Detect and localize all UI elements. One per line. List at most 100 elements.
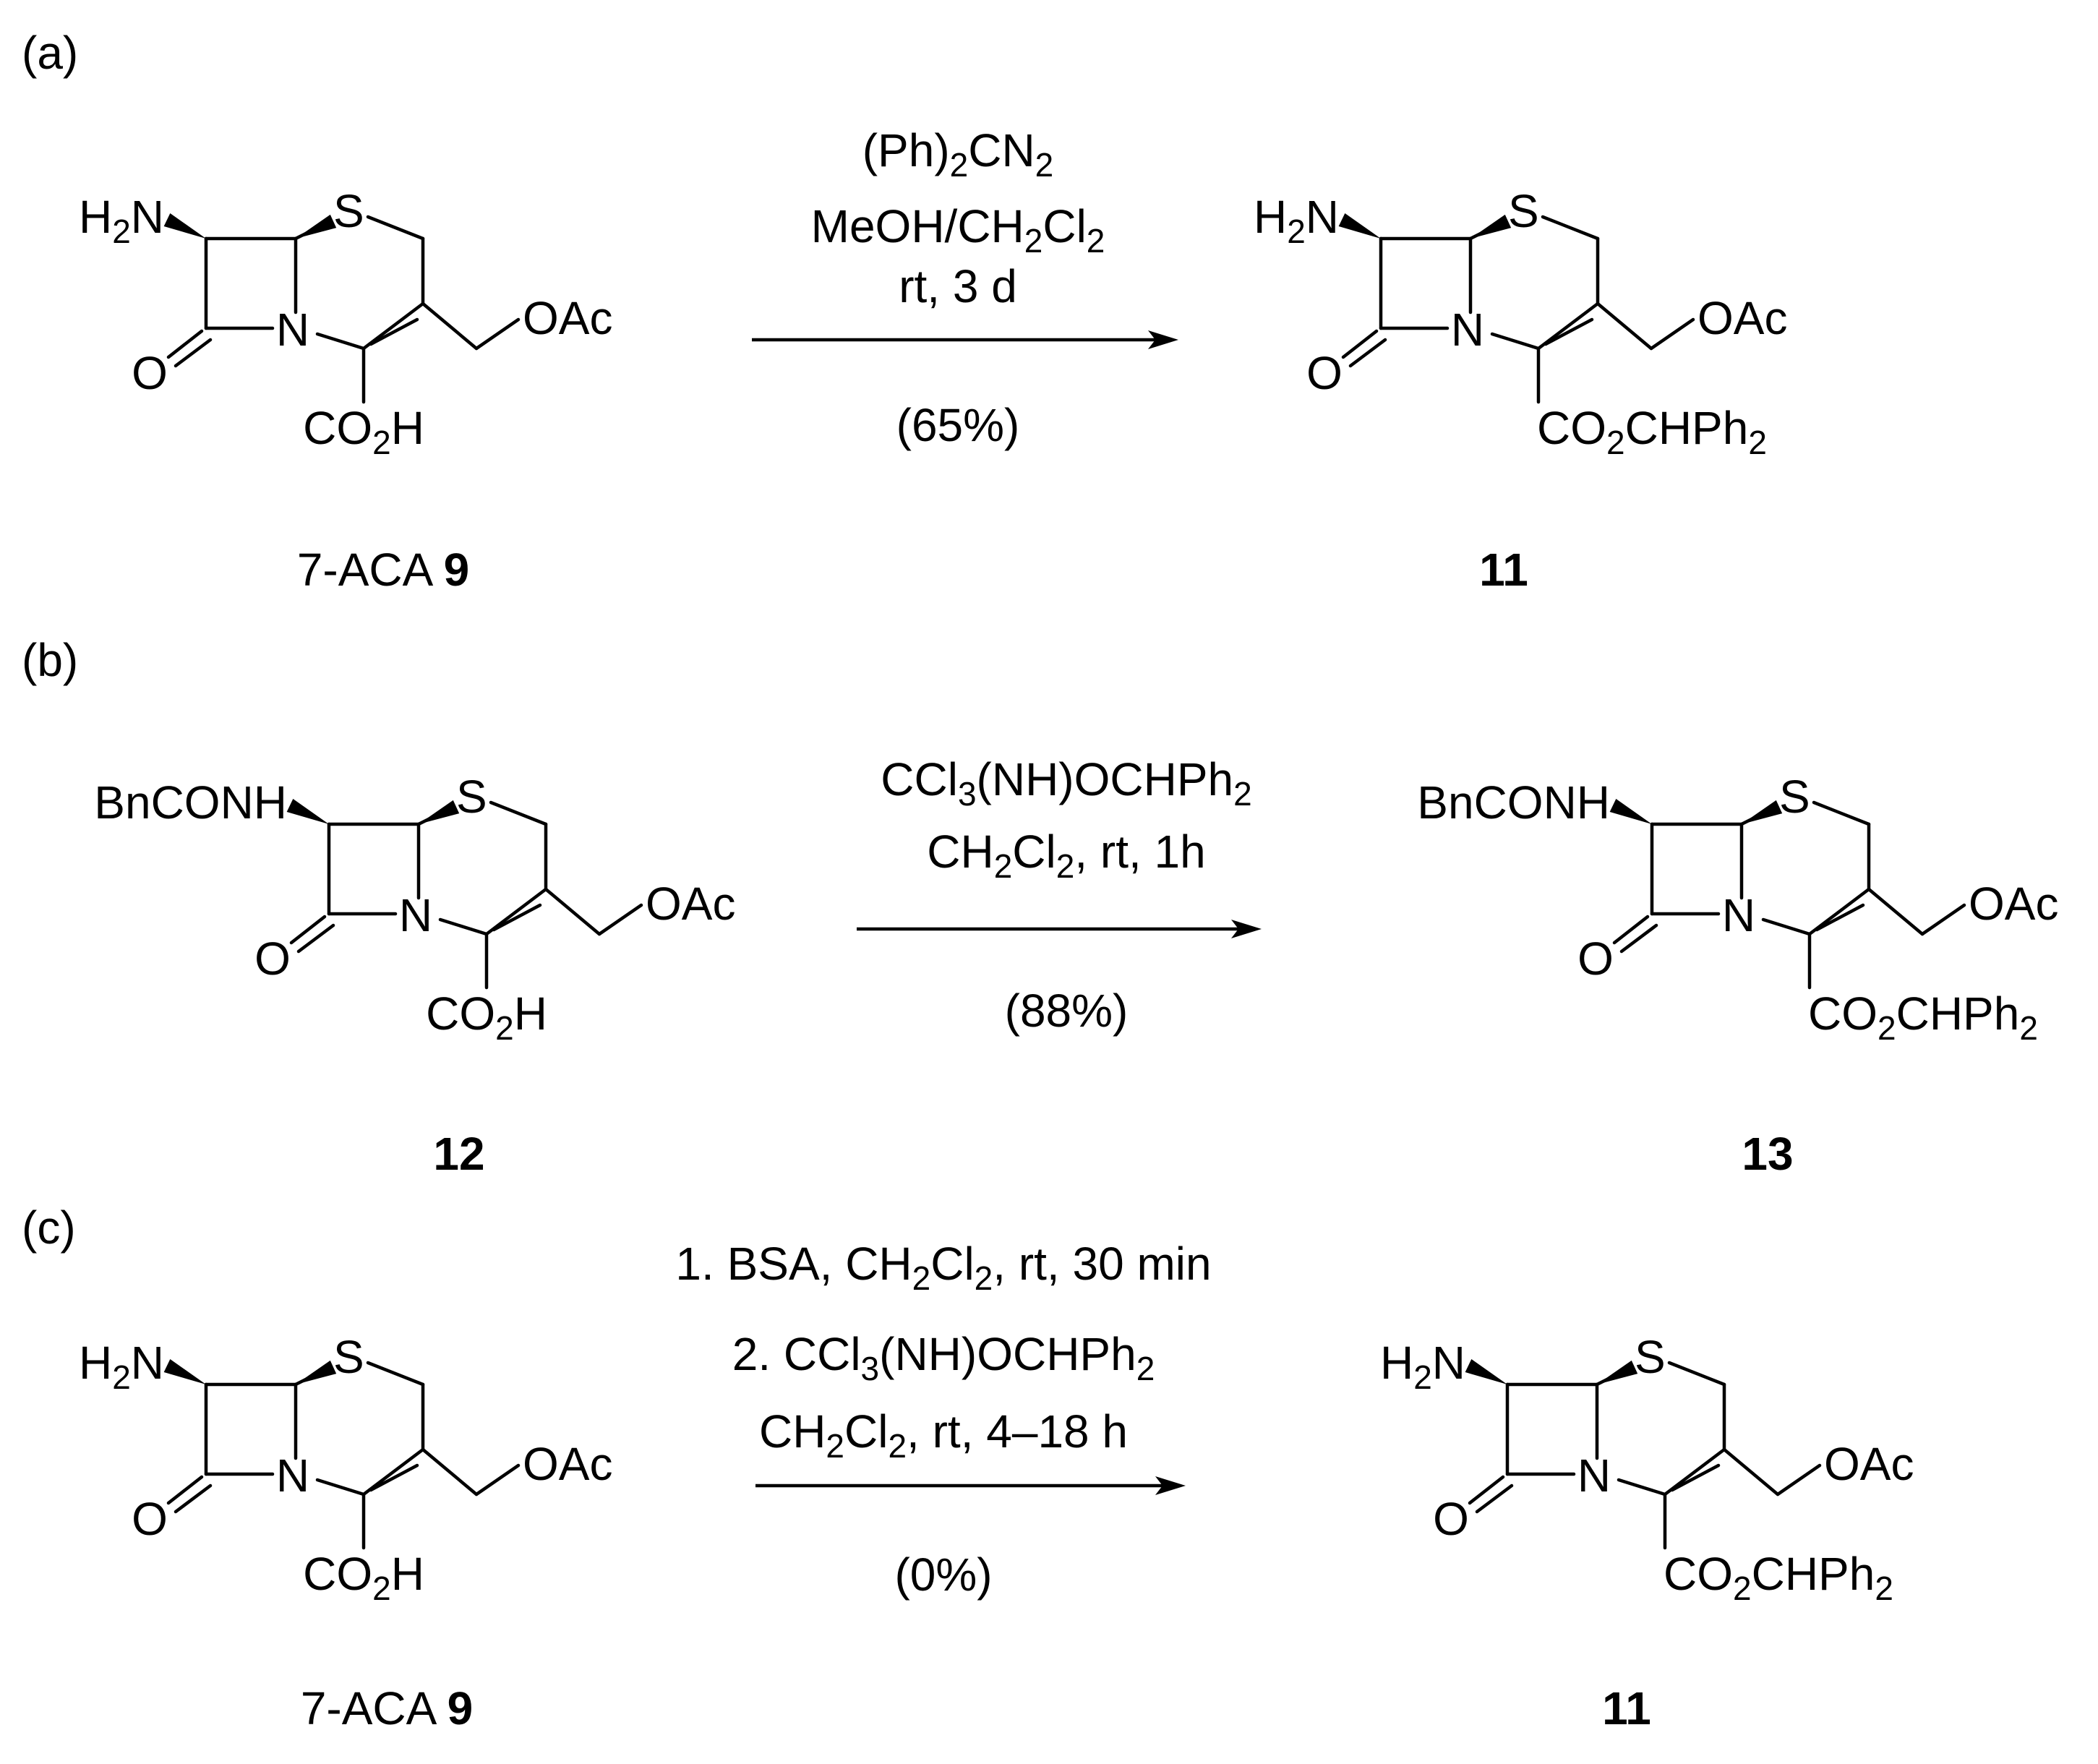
bond-ch2-oac xyxy=(597,903,643,936)
sulfur-atom: S xyxy=(1779,771,1810,823)
bond-s-ch2 xyxy=(1812,800,1871,826)
bond-carbonyl-1 xyxy=(166,1475,204,1505)
bond-s-ch2 xyxy=(1667,1361,1726,1387)
sulfur-atom: S xyxy=(333,1331,364,1383)
carboxylic-acid-group: CO2H xyxy=(303,1548,424,1607)
bond-s-ch2 xyxy=(366,215,425,241)
bond-carbonyl-1 xyxy=(1612,915,1650,945)
reaction-yield: (0%) xyxy=(894,1549,992,1601)
bond-c2-n xyxy=(438,917,489,936)
bond-c2-n xyxy=(1761,917,1812,936)
bond-c3-c2-double xyxy=(1543,317,1594,346)
acetoxy-group: OAc xyxy=(523,1438,612,1490)
wedge-c7-amine xyxy=(163,1358,206,1384)
ester-group: CO2CHPh2 xyxy=(1808,988,2038,1047)
bond-carbonyl-2 xyxy=(296,923,335,954)
wedge-c7-amine xyxy=(163,213,206,239)
bond-carbonyl-1 xyxy=(289,915,327,945)
wedge-c6-s xyxy=(419,800,460,824)
bond-c3-ch2 xyxy=(1867,887,1924,936)
compound-name: 7-ACA xyxy=(297,544,434,596)
compound-caption: 12 xyxy=(433,1128,484,1180)
sulfur-atom: S xyxy=(1508,185,1539,237)
bond-carbonyl-1 xyxy=(1341,329,1379,359)
reaction-condition: CCl3(NH)OCHPh2 xyxy=(881,753,1251,813)
bond-ch2-oac xyxy=(1649,317,1695,351)
amine-group: H2N xyxy=(79,1337,164,1396)
oxygen-atom: O xyxy=(132,347,168,399)
compound-caption: 11 xyxy=(1479,544,1528,596)
amine-group: BnCONH xyxy=(94,776,287,829)
bond-s-ch2 xyxy=(489,800,548,826)
reaction-condition: (Ph)2CN2 xyxy=(862,124,1054,184)
wedge-c7-amine xyxy=(1609,798,1652,824)
bond-c3-ch2 xyxy=(1722,1447,1780,1497)
oxygen-atom: O xyxy=(1433,1493,1469,1545)
wedge-c7-amine xyxy=(286,798,329,824)
oxygen-atom: O xyxy=(1306,347,1343,399)
arrow-head xyxy=(1155,1476,1186,1495)
reaction-condition: MeOH/CH2Cl2 xyxy=(811,200,1105,260)
reaction-condition: 1. BSA, CH2Cl2, rt, 30 min xyxy=(675,1238,1211,1297)
reaction-condition: 2. CCl3(NH)OCHPh2 xyxy=(732,1328,1155,1387)
arrow-head xyxy=(1231,920,1262,938)
bond-c3-c2-double xyxy=(369,317,419,346)
compound-number: 9 xyxy=(448,1682,474,1734)
acetoxy-group: OAc xyxy=(1697,292,1787,344)
nitrogen-atom: N xyxy=(399,889,432,941)
wedge-c6-s xyxy=(1470,214,1512,239)
bond-s-ch2 xyxy=(1541,215,1600,241)
compound-caption: 13 xyxy=(1742,1128,1793,1180)
panel-label: (c) xyxy=(22,1202,76,1254)
amine-group: BnCONH xyxy=(1417,776,1610,829)
compound-number: 11 xyxy=(1602,1682,1651,1734)
panel-label: (b) xyxy=(22,634,78,686)
reaction-condition: CH2Cl2, rt, 4–18 h xyxy=(759,1405,1128,1465)
bond-ch2-oac xyxy=(1920,903,1966,936)
compound-caption: 7-ACA 9 xyxy=(297,544,469,596)
bond-c2-n xyxy=(1617,1478,1667,1497)
bond-carbonyl-1 xyxy=(166,329,204,359)
panel-label: (a) xyxy=(22,27,78,79)
compound-number: 12 xyxy=(433,1128,484,1180)
nitrogen-atom: N xyxy=(1722,889,1755,941)
bond-c3-ch2 xyxy=(421,301,479,351)
bond-c3-ch2 xyxy=(544,887,601,936)
sulfur-atom: S xyxy=(1635,1331,1666,1383)
bond-c2-n xyxy=(1490,332,1541,351)
bond-c2-n xyxy=(315,1478,366,1497)
compound-number: 11 xyxy=(1479,544,1528,596)
ester-group: CO2CHPh2 xyxy=(1664,1548,1893,1607)
bond-ch2-oac xyxy=(474,1463,521,1497)
carboxylic-acid-group: CO2H xyxy=(426,988,547,1047)
panel-2: (b)SNOOAcBnCONHCO2H12SNOOAcBnCONHCO2CHPh… xyxy=(22,634,2058,1180)
bond-carbonyl-2 xyxy=(1348,338,1387,368)
wedge-c6-s xyxy=(296,1360,337,1384)
nitrogen-atom: N xyxy=(276,1450,309,1502)
compound-caption: 11 xyxy=(1602,1682,1651,1734)
carboxylic-acid-group: CO2H xyxy=(303,402,424,461)
nitrogen-atom: N xyxy=(1577,1450,1611,1502)
compound-number: 13 xyxy=(1742,1128,1793,1180)
reaction-condition: CH2Cl2, rt, 1h xyxy=(927,826,1205,885)
reaction-condition: rt, 3 d xyxy=(899,260,1017,312)
bond-carbonyl-2 xyxy=(174,338,213,368)
bond-c3-c2-double xyxy=(1815,903,1865,932)
acetoxy-group: OAc xyxy=(1824,1438,1914,1490)
sulfur-atom: S xyxy=(456,771,487,823)
wedge-c7-amine xyxy=(1465,1358,1507,1384)
wedge-c6-s xyxy=(296,214,337,239)
oxygen-atom: O xyxy=(254,933,291,985)
bond-ch2-oac xyxy=(474,317,521,351)
bond-c3-ch2 xyxy=(1596,301,1653,351)
bond-carbonyl-1 xyxy=(1468,1475,1505,1505)
bond-ch2-oac xyxy=(1776,1463,1822,1497)
bond-carbonyl-2 xyxy=(1475,1483,1514,1514)
